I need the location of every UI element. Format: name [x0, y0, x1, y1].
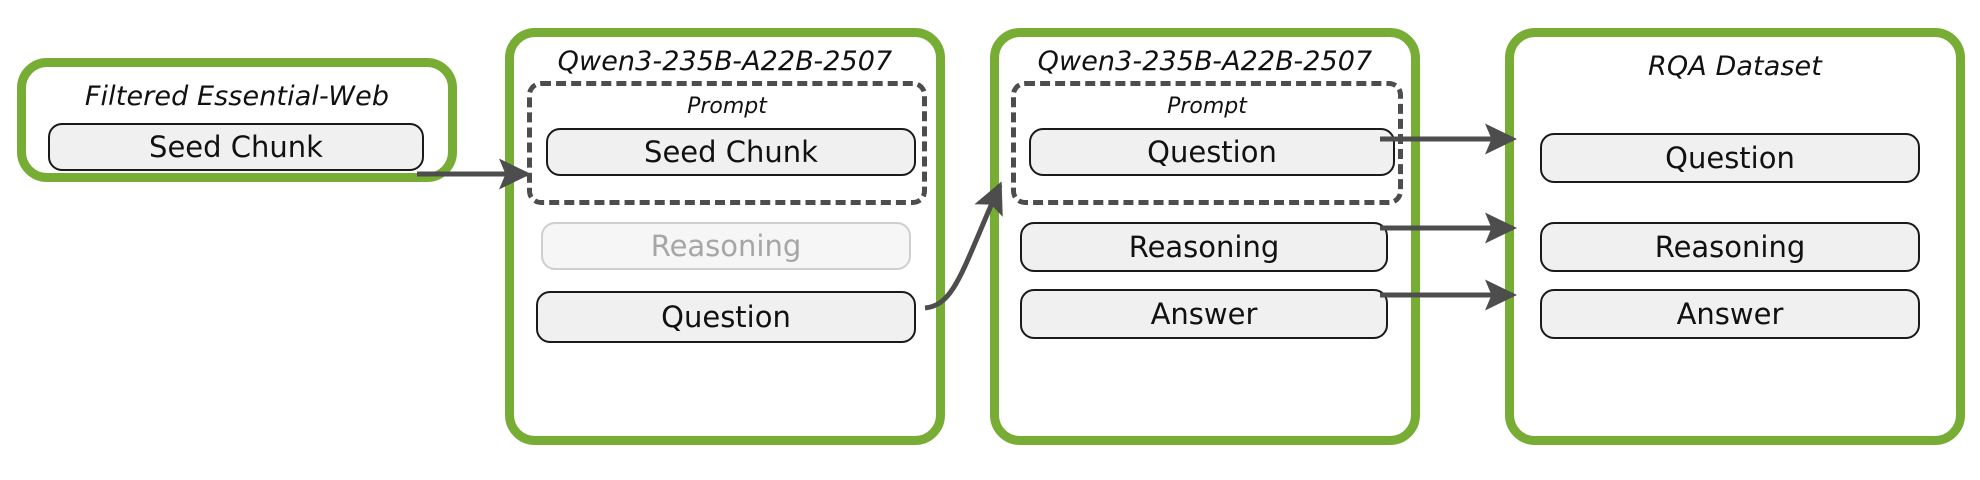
node-label: Question	[661, 300, 791, 334]
node-p4-reasoning[interactable]: Reasoning	[1540, 222, 1920, 272]
node-p2-question[interactable]: Question	[536, 291, 916, 343]
panel-rqa-dataset: RQA Dataset Question Reasoning Answer	[1505, 28, 1965, 445]
node-p3-answer[interactable]: Answer	[1020, 289, 1388, 339]
prompt-group-generator: Prompt Seed Chunk	[527, 81, 927, 205]
panel-filtered-essential-web: Filtered Essential-Web Seed Chunk	[17, 58, 457, 182]
node-label: Reasoning	[1654, 230, 1806, 264]
node-p3-question[interactable]: Question	[1029, 128, 1395, 176]
node-label: Question	[1147, 135, 1277, 169]
panel-title-filtered-essential-web: Filtered Essential-Web	[84, 81, 390, 112]
node-label: Question	[1665, 141, 1795, 175]
node-label: Reasoning	[650, 229, 802, 263]
node-p4-answer[interactable]: Answer	[1540, 289, 1920, 339]
node-p4-question[interactable]: Question	[1540, 133, 1920, 183]
node-label: Reasoning	[1128, 230, 1280, 264]
panel-generator-model: Qwen3-235B-A22B-2507 Prompt Seed Chunk R…	[505, 28, 945, 445]
prompt-label-generator: Prompt	[687, 94, 767, 119]
node-p2-reasoning[interactable]: Reasoning	[541, 222, 911, 270]
node-label: Answer	[1676, 297, 1784, 331]
prompt-label-answerer: Prompt	[1167, 94, 1247, 119]
node-label: Seed Chunk	[149, 130, 323, 164]
panel-title-generator-model: Qwen3-235B-A22B-2507	[557, 46, 893, 77]
panel-title-answerer-model: Qwen3-235B-A22B-2507	[1037, 46, 1373, 77]
prompt-group-answerer: Prompt Question	[1011, 81, 1403, 205]
panel-answerer-model: Qwen3-235B-A22B-2507 Prompt Question Rea…	[990, 28, 1420, 445]
node-p1-seed-chunk[interactable]: Seed Chunk	[48, 123, 424, 171]
node-label: Seed Chunk	[644, 135, 818, 169]
panel-title-rqa-dataset: RQA Dataset	[1648, 51, 1822, 82]
node-label: Answer	[1150, 297, 1258, 331]
node-p3-reasoning[interactable]: Reasoning	[1020, 222, 1388, 272]
node-p2-seed-chunk[interactable]: Seed Chunk	[546, 128, 916, 176]
